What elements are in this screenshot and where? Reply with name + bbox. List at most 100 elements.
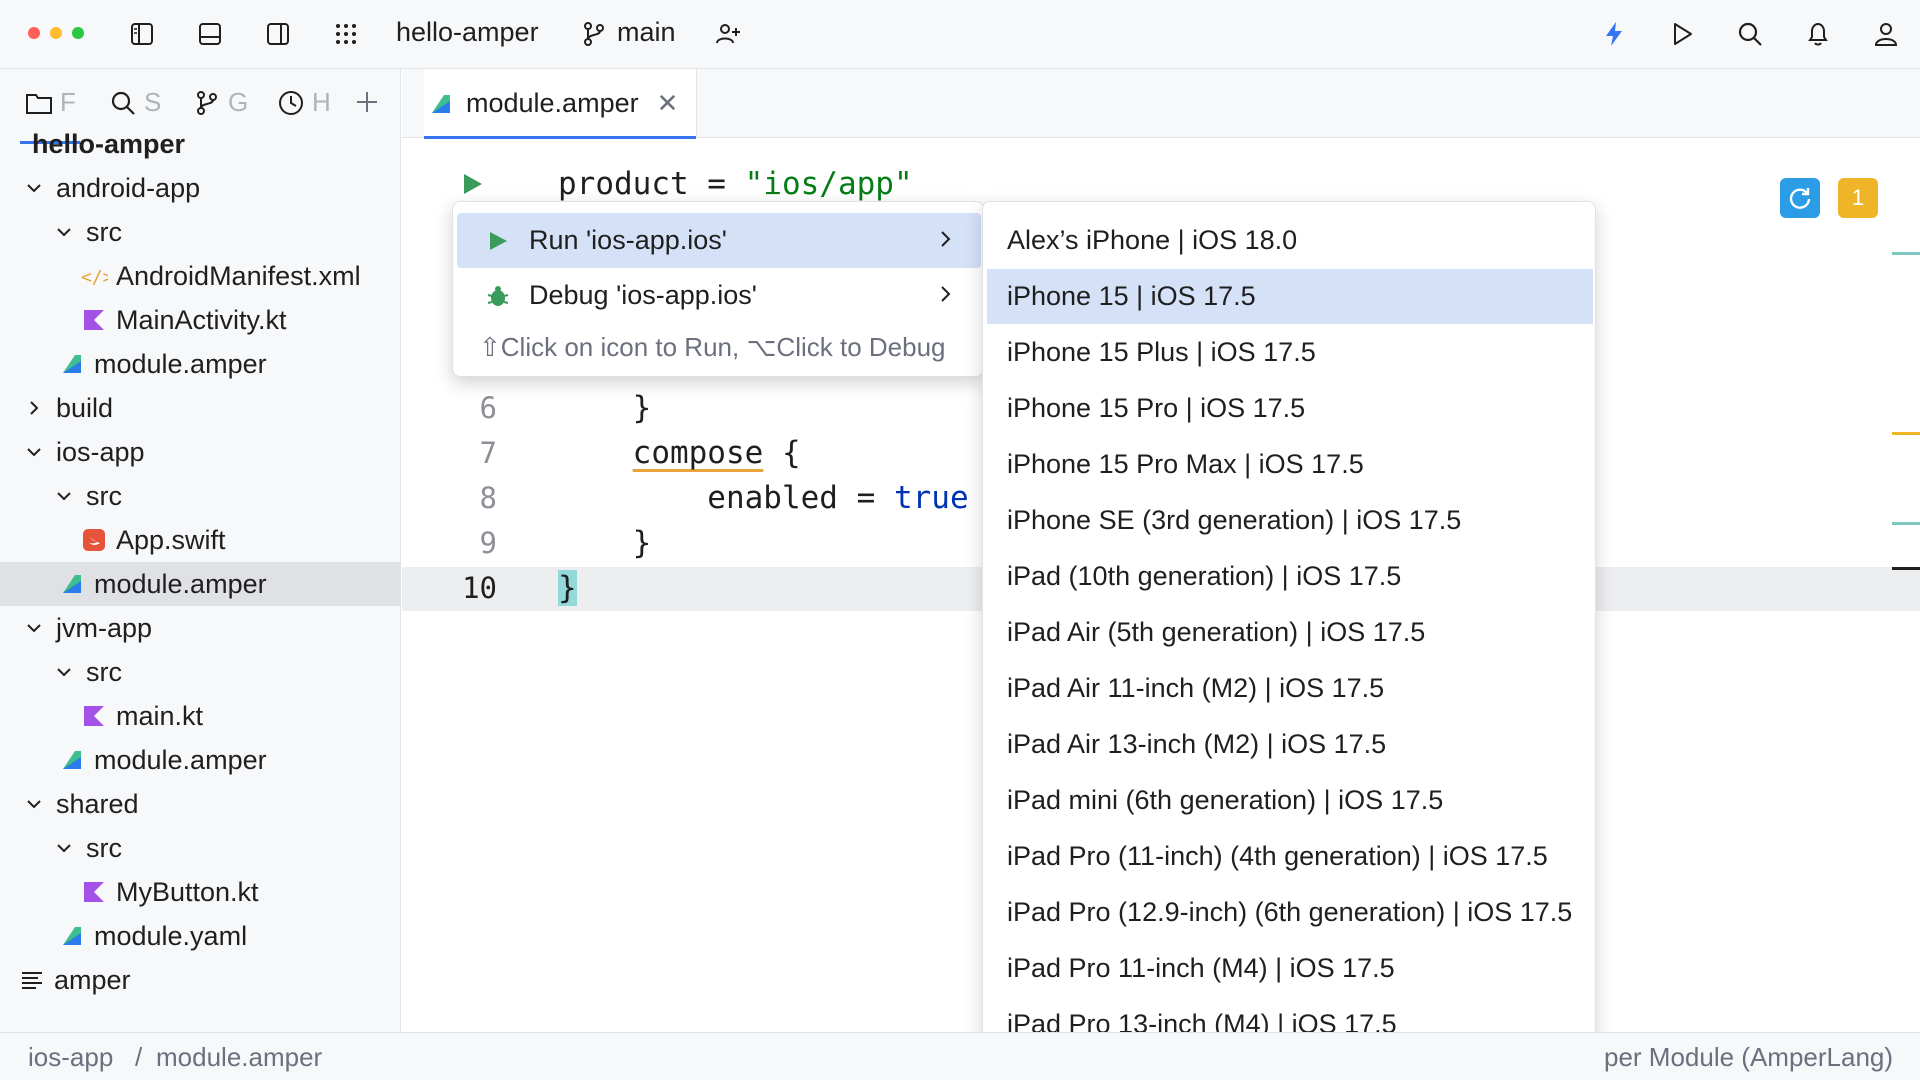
breadcrumb-module[interactable]: ios-app bbox=[28, 1042, 114, 1072]
chevron-down-icon[interactable] bbox=[52, 836, 76, 860]
chevron-right-icon[interactable] bbox=[22, 396, 46, 420]
code-line: compose { bbox=[558, 435, 801, 471]
line-number: 8 bbox=[479, 481, 497, 515]
chevron-down-icon[interactable] bbox=[52, 660, 76, 684]
main-menu-grid-icon[interactable] bbox=[330, 18, 362, 50]
project-name[interactable]: hello-amper bbox=[396, 17, 539, 47]
bottom-panel-toggle-icon[interactable] bbox=[194, 18, 226, 50]
zoom-window-button[interactable] bbox=[72, 27, 84, 39]
device-menu-item[interactable]: iPhone 15 Plus | iOS 17.5 bbox=[1007, 337, 1316, 367]
code-text: product = bbox=[558, 166, 745, 202]
tree-item-src[interactable]: src bbox=[0, 650, 401, 694]
breadcrumb-file[interactable]: module.amper bbox=[156, 1042, 323, 1072]
chevron-down-icon[interactable] bbox=[22, 176, 46, 200]
tree-item-label: module.yaml bbox=[94, 920, 248, 951]
tree-item-jvm-app[interactable]: jvm-app bbox=[0, 606, 401, 650]
device-menu-item[interactable]: iPad Air 13-inch (M2) | iOS 17.5 bbox=[1007, 729, 1387, 759]
add-tool-tab-button[interactable] bbox=[352, 87, 382, 117]
right-panel-toggle-icon[interactable] bbox=[262, 18, 294, 50]
tool-tab-search[interactable]: S bbox=[108, 87, 161, 118]
tree-item-main-kt[interactable]: main.kt bbox=[0, 694, 401, 738]
reload-project-button[interactable] bbox=[1780, 178, 1820, 218]
amper-icon bbox=[58, 570, 86, 598]
minimize-window-button[interactable] bbox=[50, 27, 62, 39]
run-gutter-icon[interactable] bbox=[460, 172, 484, 196]
tree-item-android-app[interactable]: android-app bbox=[0, 166, 401, 210]
tree-item-app-swift[interactable]: App.swift bbox=[0, 518, 401, 562]
lightning-icon[interactable] bbox=[1598, 18, 1630, 50]
tree-item-label: src bbox=[86, 216, 122, 247]
popup-hint-text: ⇧Click on icon to Run, ⌥Click to Debug bbox=[479, 332, 946, 362]
chevron-down-icon[interactable] bbox=[52, 484, 76, 508]
line-number: 7 bbox=[479, 436, 497, 470]
tool-tab-label: H bbox=[312, 87, 331, 117]
device-menu-item[interactable]: iPad Pro (12.9-inch) (6th generation) | … bbox=[1007, 897, 1573, 927]
code-line: enabled = true bbox=[558, 480, 968, 516]
tree-item-module-amper[interactable]: module.amper bbox=[0, 342, 401, 386]
tree-item-mainactivity-kt[interactable]: MainActivity.kt bbox=[0, 298, 401, 342]
device-menu-item[interactable]: iPhone 15 | iOS 17.5 bbox=[987, 269, 1593, 324]
amper-icon bbox=[58, 350, 86, 378]
chevron-down-icon[interactable] bbox=[22, 792, 46, 816]
tool-tab-git[interactable]: G bbox=[192, 87, 248, 118]
file-type-indicator[interactable]: per Module (AmperLang) bbox=[1604, 1042, 1894, 1072]
device-menu-item[interactable]: iPad Pro 11-inch (M4) | iOS 17.5 bbox=[1007, 953, 1395, 983]
device-menu-item[interactable]: iPad (10th generation) | iOS 17.5 bbox=[1007, 561, 1402, 591]
code-line: product = "ios/app" bbox=[558, 166, 913, 202]
tree-item-module-yaml[interactable]: module.yaml bbox=[0, 914, 401, 958]
svg-text:</>: </> bbox=[81, 267, 108, 288]
tree-item-hello-amper[interactable]: hello-amper bbox=[0, 122, 401, 166]
code-string: "ios/app" bbox=[744, 166, 913, 202]
add-user-icon[interactable] bbox=[712, 18, 744, 50]
git-branch-icon[interactable] bbox=[578, 18, 610, 50]
tool-tab-files[interactable]: F bbox=[20, 87, 80, 144]
chevron-down-icon[interactable] bbox=[52, 220, 76, 244]
debug-menu-item[interactable]: Debug 'ios-app.ios' bbox=[457, 268, 981, 323]
left-panel-toggle-icon[interactable] bbox=[126, 18, 158, 50]
device-menu-item[interactable]: iPad mini (6th generation) | iOS 17.5 bbox=[1007, 785, 1444, 815]
tree-item-module-amper[interactable]: module.amper bbox=[0, 738, 401, 782]
chevron-down-icon[interactable] bbox=[22, 616, 46, 640]
search-icon[interactable] bbox=[1734, 18, 1766, 50]
tree-item-ios-app[interactable]: ios-app bbox=[0, 430, 401, 474]
device-menu-item[interactable]: iPhone SE (3rd generation) | iOS 17.5 bbox=[1007, 505, 1462, 535]
tree-item-amper[interactable]: amper bbox=[0, 958, 401, 1002]
device-menu-item[interactable]: iPad Air (5th generation) | iOS 17.5 bbox=[1007, 617, 1426, 647]
tree-item-src[interactable]: src bbox=[0, 474, 401, 518]
chevron-down-icon[interactable] bbox=[22, 440, 46, 464]
tree-item-androidmanifest-xml[interactable]: </>AndroidManifest.xml bbox=[0, 254, 401, 298]
tree-item-label: module.amper bbox=[94, 348, 267, 379]
close-window-button[interactable] bbox=[28, 27, 40, 39]
account-user-icon[interactable] bbox=[1870, 18, 1902, 50]
amper-icon bbox=[58, 746, 86, 774]
window-controls[interactable] bbox=[28, 27, 84, 39]
device-menu-item[interactable]: iPad Air 11-inch (M2) | iOS 17.5 bbox=[1007, 673, 1385, 703]
tree-item-src[interactable]: src bbox=[0, 210, 401, 254]
kotlin-icon bbox=[80, 702, 108, 730]
title-bar: hello-amper main bbox=[0, 0, 1920, 69]
device-menu-item[interactable]: Alex’s iPhone | iOS 18.0 bbox=[1007, 225, 1298, 255]
tree-item-label: android-app bbox=[56, 172, 201, 203]
close-tab-icon[interactable]: ✕ bbox=[656, 88, 679, 118]
device-menu-item[interactable]: iPhone 15 Pro Max | iOS 17.5 bbox=[1007, 449, 1364, 479]
tree-item-module-amper[interactable]: module.amper bbox=[0, 562, 401, 606]
code-text: { bbox=[763, 435, 801, 471]
run-icon[interactable] bbox=[1666, 18, 1698, 50]
run-menu-item[interactable]: Run 'ios-app.ios' bbox=[457, 213, 981, 268]
amper-icon bbox=[58, 922, 86, 950]
branch-name[interactable]: main bbox=[617, 17, 676, 47]
tree-item-label: src bbox=[86, 656, 122, 687]
tree-item-shared[interactable]: shared bbox=[0, 782, 401, 826]
device-menu-item[interactable]: iPhone 15 Pro | iOS 17.5 bbox=[1007, 393, 1306, 423]
tree-item-mybutton-kt[interactable]: MyButton.kt bbox=[0, 870, 401, 914]
git-branch-icon bbox=[197, 90, 217, 115]
editor-tab-module-amper[interactable]: module.amper ✕ bbox=[424, 69, 698, 139]
chevron-right-icon bbox=[941, 231, 951, 247]
tree-item-src[interactable]: src bbox=[0, 826, 401, 870]
kotlin-icon bbox=[80, 878, 108, 906]
tool-tab-history[interactable]: H bbox=[276, 87, 331, 118]
problems-count-badge[interactable]: 1 bbox=[1838, 178, 1878, 218]
notifications-bell-icon[interactable] bbox=[1802, 18, 1834, 50]
tree-item-build[interactable]: build bbox=[0, 386, 401, 430]
device-menu-item[interactable]: iPad Pro (11-inch) (4th generation) | iO… bbox=[1007, 841, 1548, 871]
